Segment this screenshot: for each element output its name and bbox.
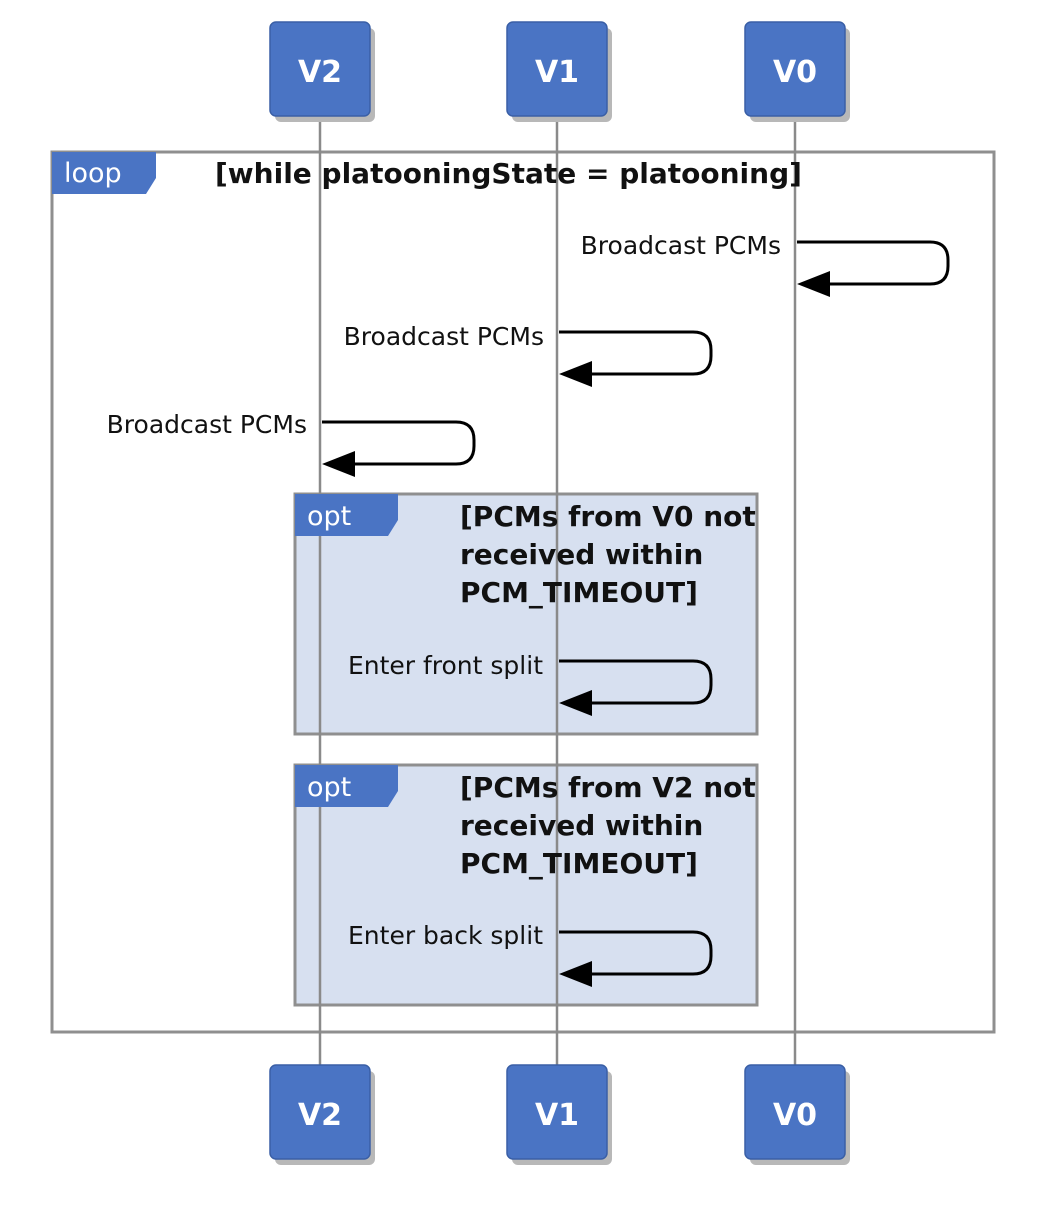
- opt-guard-line: received within: [460, 538, 703, 571]
- participant-label: V2: [298, 55, 342, 90]
- message-label: Enter back split: [348, 921, 543, 950]
- opt-tab-front: [295, 494, 398, 536]
- opt-guard-line: [PCMs from V0 not: [460, 500, 756, 533]
- message-enter-back-split: Enter back split: [348, 921, 713, 987]
- participant-top-v1: V1: [506, 21, 612, 122]
- opt-guard-line: PCM_TIMEOUT]: [460, 847, 698, 880]
- message-label: Broadcast PCMs: [344, 322, 544, 351]
- message-label: Broadcast PCMs: [581, 231, 781, 260]
- participant-label: V1: [535, 55, 579, 90]
- message-v1-broadcast: Broadcast PCMs: [344, 322, 713, 387]
- opt-guard-line: [PCMs from V2 not: [460, 771, 756, 804]
- message-v2-broadcast: Broadcast PCMs: [107, 410, 476, 477]
- participant-label: V0: [773, 1098, 817, 1133]
- participant-bottom-v2: V2: [269, 1064, 375, 1165]
- loop-tag: loop: [64, 158, 122, 189]
- message-label: Enter front split: [348, 651, 543, 680]
- opt-guard-line: received within: [460, 809, 703, 842]
- opt-tag: opt: [307, 772, 351, 803]
- loop-tab: [52, 152, 156, 194]
- opt-guard-line: PCM_TIMEOUT]: [460, 576, 698, 609]
- loop-frame: [50, 150, 996, 1034]
- opt-tab-back: [295, 765, 398, 807]
- message-enter-front-split: Enter front split: [348, 651, 713, 716]
- message-v0-broadcast: Broadcast PCMs: [581, 231, 950, 297]
- participant-label: V0: [773, 55, 817, 90]
- loop-guard: [while platooningState = platooning]: [215, 157, 802, 190]
- participant-bottom-v1: V1: [506, 1064, 612, 1165]
- participant-top-v2: V2: [269, 21, 375, 122]
- participant-top-v0: V0: [744, 21, 850, 122]
- participant-label: V1: [535, 1098, 579, 1133]
- participant-bottom-v0: V0: [744, 1064, 850, 1165]
- opt-tag: opt: [307, 501, 351, 532]
- message-label: Broadcast PCMs: [107, 410, 307, 439]
- participant-label: V2: [298, 1098, 342, 1133]
